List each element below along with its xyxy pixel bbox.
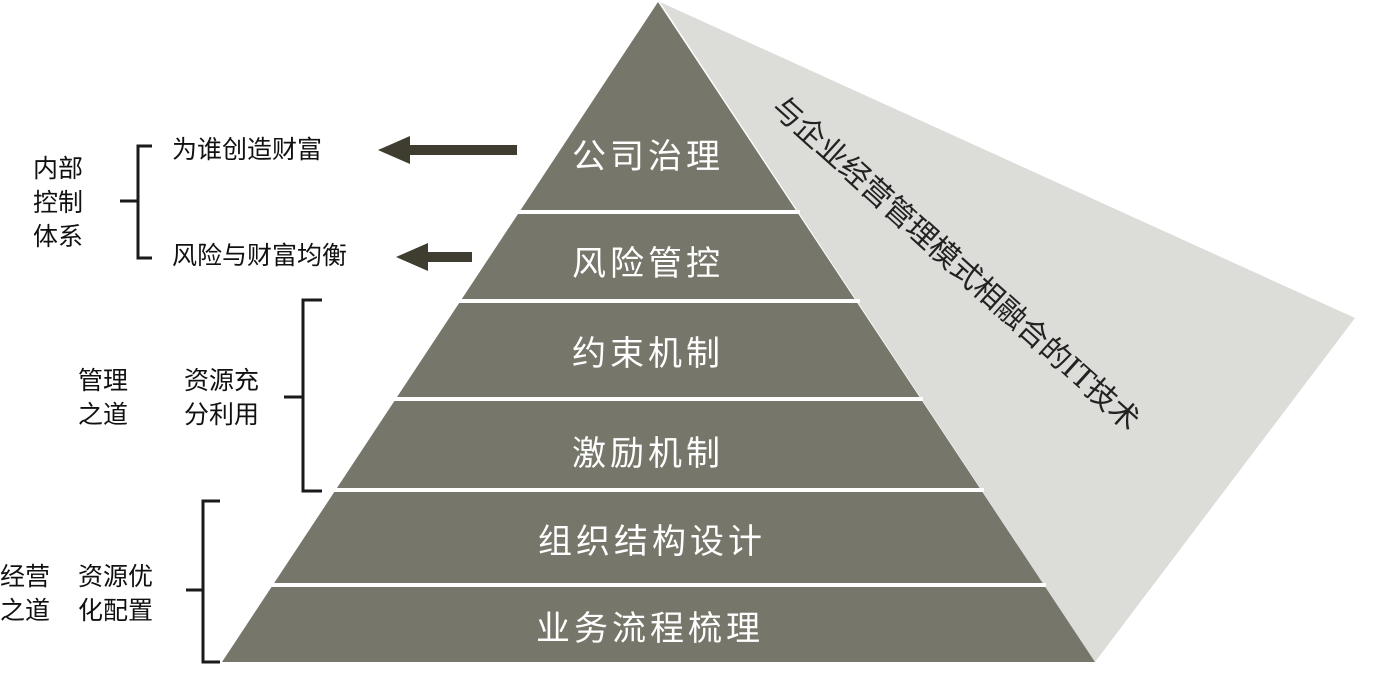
operation-sub-line-1: 资源优 bbox=[78, 562, 153, 591]
band-separators bbox=[266, 210, 1046, 587]
management-title-line-1: 管理 bbox=[78, 366, 128, 395]
internal-control-title-line-3: 体系 bbox=[33, 222, 83, 251]
internal-control-bracket bbox=[120, 144, 152, 260]
pyramid-side-face bbox=[660, 2, 1355, 662]
operation-title-line-1: 经营 bbox=[0, 562, 50, 591]
layer-label-risk-control: 风险管控 bbox=[572, 244, 724, 284]
management-sub-line-2: 分利用 bbox=[184, 400, 259, 429]
operation-sub-line-2: 化配置 bbox=[78, 596, 153, 625]
arrow-bottom-head bbox=[396, 243, 428, 271]
arrow-top-shaft bbox=[402, 145, 517, 155]
layer-label-process: 业务流程梳理 bbox=[536, 609, 764, 649]
management-sub-line-1: 资源充 bbox=[184, 366, 259, 395]
management-bracket bbox=[284, 298, 322, 493]
internal-control-title-line-2: 控制 bbox=[33, 188, 83, 217]
arrow-bottom bbox=[396, 243, 472, 271]
layer-label-corporate-governance: 公司治理 bbox=[572, 137, 724, 177]
layer-label-constraint-mechanism: 约束机制 bbox=[572, 334, 724, 374]
arrow-top-head bbox=[378, 136, 410, 164]
layer-label-org-structure: 组织结构设计 bbox=[538, 522, 766, 562]
pyramid-body bbox=[222, 2, 1095, 662]
operation-bracket bbox=[186, 499, 220, 664]
internal-control-item-1: 为谁创造财富 bbox=[172, 135, 322, 164]
management-title-line-2: 之道 bbox=[78, 400, 128, 429]
internal-control-title-line-1: 内部 bbox=[33, 154, 83, 183]
operation-title-line-2: 之道 bbox=[0, 596, 50, 625]
arrow-bottom-shaft bbox=[420, 252, 472, 262]
arrow-top bbox=[378, 136, 517, 164]
internal-control-item-2: 风险与财富均衡 bbox=[172, 241, 347, 270]
layer-label-incentive-mechanism: 激励机制 bbox=[572, 434, 724, 474]
